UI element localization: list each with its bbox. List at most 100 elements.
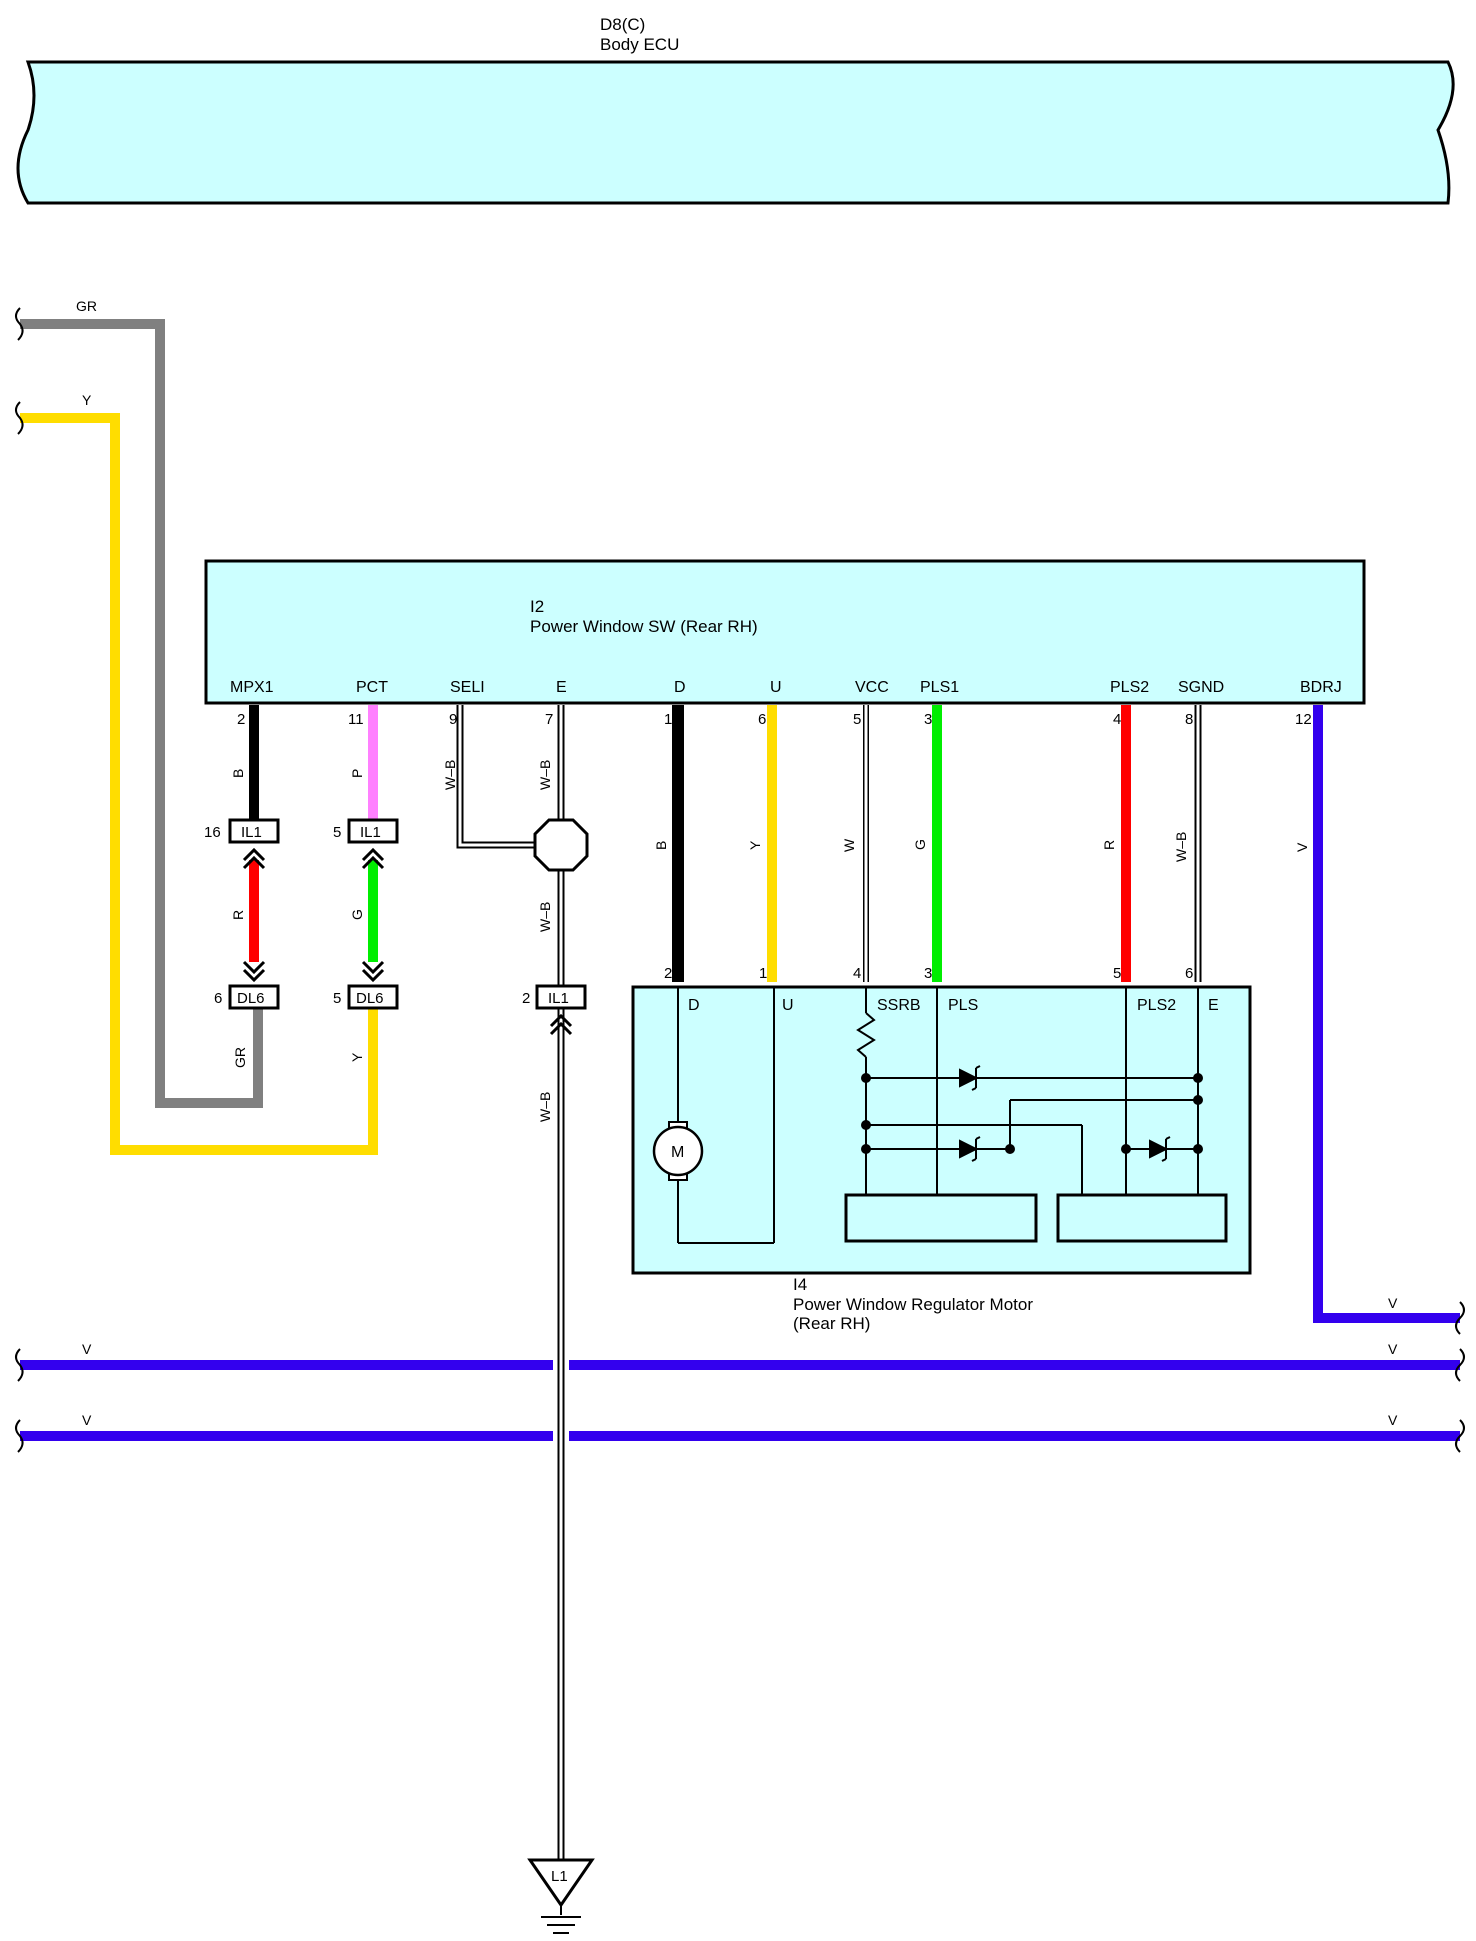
junction-icon	[533, 818, 589, 872]
diode-icon	[959, 1136, 981, 1162]
motor-terminal-ssrb: SSRB	[877, 997, 921, 1014]
connector-il1-b-pin: 5	[333, 824, 341, 841]
motor-icon: M	[652, 1121, 704, 1181]
connector-dl6-a-label: DL6	[237, 990, 265, 1007]
motor-terminal-u: U	[782, 997, 794, 1014]
ground-connector-label: L1	[551, 1868, 568, 1885]
terminal-u: U	[770, 679, 782, 696]
terminal-pct: PCT	[356, 679, 388, 696]
body-ecu-box	[16, 60, 1455, 205]
connector-il1-a-label: IL1	[241, 824, 262, 841]
pin-u: 6	[758, 711, 766, 728]
pin-pls2: 4	[1113, 711, 1121, 728]
wire-label-gr-bottom: GR	[232, 1047, 248, 1068]
chevron-icon	[549, 1013, 573, 1036]
connector-dl6-b-pin: 5	[333, 990, 341, 1007]
chevron-icon	[242, 847, 266, 870]
pct-wire: P G Y IL1 5 DL6 5	[333, 705, 399, 1150]
terminal-d: D	[674, 679, 686, 696]
power-window-switch: I2 Power Window SW (Rear RH) MPX1 PCT SE…	[204, 559, 1366, 705]
connector-il1-a-pin: 16	[204, 824, 221, 841]
wire-label-pct-p: P	[349, 769, 365, 778]
connector-il1-b-label: IL1	[360, 824, 381, 841]
wire-label-pls1-g: G	[912, 839, 928, 850]
pin-e: 7	[545, 711, 553, 728]
wire-label-seli-wb: W–B	[442, 760, 458, 790]
junction-dots	[861, 1073, 1203, 1154]
wire-label-d-b: B	[653, 841, 669, 850]
power-window-switch-box	[204, 559, 1366, 705]
connector-il1-c	[535, 984, 587, 1010]
motor-pin-pls2: 5	[1113, 965, 1121, 982]
terminal-pls1: PLS1	[920, 679, 959, 696]
motor-terminal-d: D	[688, 997, 700, 1014]
motor-terminal-e: E	[1208, 997, 1219, 1014]
terminal-pls2: PLS2	[1110, 679, 1149, 696]
diode-icon	[959, 1065, 981, 1091]
connector-dl6-b	[347, 984, 399, 1010]
wire-label-pct-g: G	[349, 909, 365, 920]
wire-label-v-left3: V	[82, 1412, 92, 1428]
connector-il1-a	[228, 818, 280, 844]
bus-wire-2: V V	[15, 1412, 1465, 1453]
wire-label-gr-top: GR	[76, 298, 97, 314]
ground-connector	[527, 1858, 595, 1908]
ground-wire: W–B W–B W–B W–B IL1 2 L1	[442, 705, 595, 1934]
wire-label-y-bottom: Y	[349, 1052, 365, 1062]
chevron-icon	[361, 960, 385, 983]
motor-name-line2: (Rear RH)	[793, 1314, 870, 1333]
chevron-icon	[361, 847, 385, 870]
connector-il1-c-pin: 2	[522, 990, 530, 1007]
wire-label-sgnd-wb: W–B	[1173, 832, 1189, 862]
bus-wire-1: V V	[15, 1341, 1465, 1382]
wire-label-mpx1-r: R	[230, 910, 246, 920]
switch-name: Power Window SW (Rear RH)	[530, 617, 758, 636]
body-ecu-name: Body ECU	[600, 35, 679, 54]
connector-dl6-a	[228, 984, 280, 1010]
wire-label-v-left2: V	[82, 1341, 92, 1357]
motor-pin-d: 2	[664, 965, 672, 982]
connector-dl6-a-pin: 6	[214, 990, 222, 1007]
chevron-icon	[242, 960, 266, 983]
body-ecu-id: D8(C)	[600, 15, 645, 34]
terminal-mpx1: MPX1	[230, 679, 274, 696]
power-window-motor: I4 Power Window Regulator Motor (Rear RH…	[631, 965, 1252, 1333]
pin-sgnd: 8	[1185, 711, 1193, 728]
wire-label-y-top: Y	[82, 392, 92, 408]
sensor-block-2	[1056, 1193, 1228, 1243]
motor-pin-u: 1	[759, 965, 767, 982]
pin-seli: 9	[449, 711, 457, 728]
wire-label-e-wb2: W–B	[537, 902, 553, 932]
motor-name-line1: Power Window Regulator Motor	[793, 1295, 1033, 1314]
connector-il1-c-label: IL1	[548, 990, 569, 1007]
connector-dl6-b-label: DL6	[356, 990, 384, 1007]
y-wire: Y	[15, 392, 378, 1155]
pin-vcc: 5	[853, 711, 861, 728]
motor-terminal-pls: PLS	[948, 997, 978, 1014]
terminal-sgnd: SGND	[1178, 679, 1224, 696]
motor-wires: B Y W G R W–B	[653, 705, 1202, 982]
diode-icon	[1149, 1136, 1171, 1162]
connector-il1-b	[347, 818, 399, 844]
body-ecu: D8(C) Body ECU	[16, 15, 1455, 205]
wire-label-vcc-w: W	[841, 838, 857, 852]
wire-label-mpx1-b: B	[230, 769, 246, 778]
motor-terminal-pls2: PLS2	[1137, 997, 1176, 1014]
terminal-vcc: VCC	[855, 679, 889, 696]
wire-label-e-wb3: W–B	[537, 1092, 553, 1122]
pin-mpx1: 2	[237, 711, 245, 728]
switch-pins: 2 11 9 7 1 6 5 3 4 8 12	[237, 711, 1312, 728]
resistor-icon	[856, 1012, 876, 1058]
terminal-e: E	[556, 679, 567, 696]
motor-id: I4	[793, 1275, 807, 1294]
mpx1-wire: B R GR IL1 16 DL6 6	[204, 705, 280, 1100]
switch-id: I2	[530, 597, 544, 616]
wire-label-v-right2: V	[1388, 1341, 1398, 1357]
pin-d: 1	[664, 711, 672, 728]
wire-label-v-right1: V	[1388, 1295, 1398, 1311]
motor-pin-ssrb: 4	[853, 965, 861, 982]
pin-bdrj: 12	[1295, 711, 1312, 728]
wire-label-pls2-r: R	[1101, 840, 1117, 850]
pin-pls1: 3	[924, 711, 932, 728]
